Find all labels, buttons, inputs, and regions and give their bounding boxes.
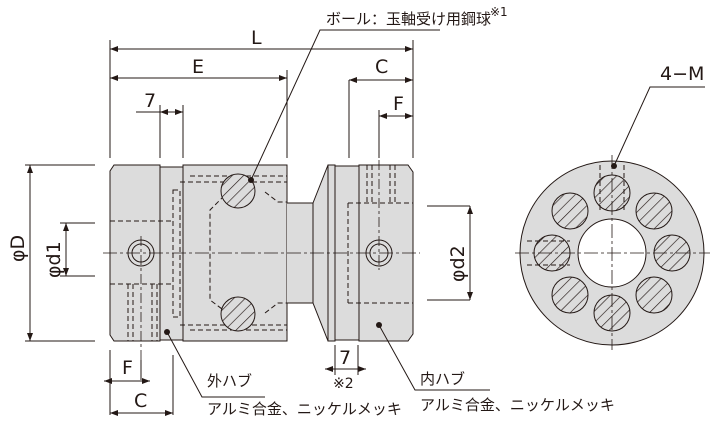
dim-phid1: φd1 bbox=[43, 241, 65, 278]
note-1: ※1 bbox=[490, 5, 508, 19]
dim-L: L bbox=[251, 27, 262, 49]
ball-top bbox=[220, 173, 256, 209]
dim-C-bottom: C bbox=[134, 390, 147, 412]
note-2: ※2 bbox=[333, 376, 354, 392]
dim-C-top: C bbox=[375, 56, 388, 78]
dim-7-top: 7 bbox=[144, 90, 156, 112]
dim-phiD: φD bbox=[7, 235, 29, 262]
dim-F-top: F bbox=[393, 93, 404, 115]
end-view bbox=[515, 86, 710, 350]
outer-hub-label: 外ハブ bbox=[207, 372, 252, 390]
dim-phid2: φd2 bbox=[447, 245, 469, 282]
tap-label: 4−M bbox=[660, 63, 704, 85]
dim-7-bottom: 7 bbox=[339, 347, 351, 369]
dim-E: E bbox=[192, 56, 204, 78]
inner-hub-material: アルミ合金、ニッケルメッキ bbox=[420, 396, 615, 414]
inner-hub-label: 内ハブ bbox=[420, 370, 465, 388]
ball-bottom bbox=[220, 296, 256, 332]
dim-F-bottom: F bbox=[122, 357, 133, 379]
outer-hub-material: アルミ合金、ニッケルメッキ bbox=[207, 400, 402, 418]
ball-note: ボール：玉軸受け用鋼球 bbox=[326, 10, 491, 28]
